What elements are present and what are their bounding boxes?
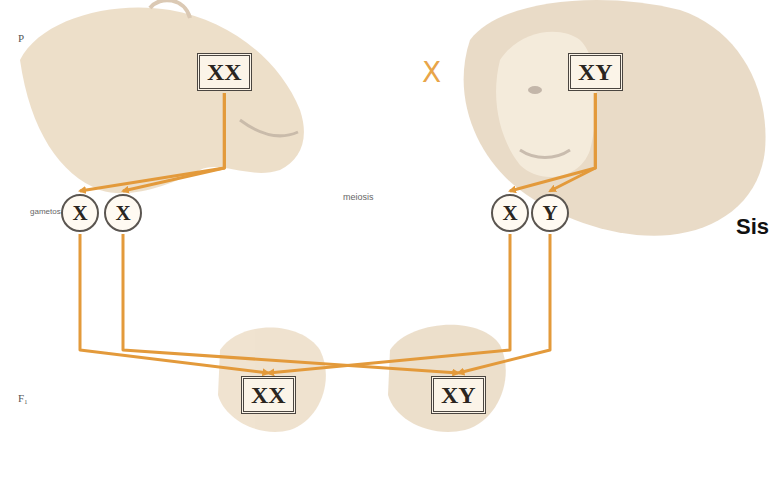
offspring-genotype-box: XX — [241, 376, 296, 414]
offspring-genotype-box: XY — [431, 376, 486, 414]
genotype-text: X — [502, 201, 517, 225]
genotype-text: XY — [441, 382, 476, 408]
cross-symbol: X — [422, 56, 441, 89]
genotype-text: XY — [578, 59, 613, 85]
inheritance-arrow — [510, 93, 595, 191]
inheritance-arrow — [123, 93, 224, 191]
genotype-text: X — [115, 201, 130, 225]
cub-heads — [218, 325, 506, 432]
gamete-circle: X — [61, 194, 99, 232]
genotype-text: X — [72, 201, 87, 225]
parent-genotype-box: XX — [197, 53, 252, 91]
inheritance-arrow — [268, 234, 510, 373]
generation-label: P — [18, 32, 24, 44]
cut-heading: Sis — [736, 214, 769, 240]
lioness-head — [20, 0, 304, 193]
inheritance-arrow — [80, 93, 224, 191]
inheritance-arrow — [458, 234, 550, 373]
genotype-text: XX — [207, 59, 242, 85]
genotype-text: XX — [251, 382, 286, 408]
row-label: gametos — [30, 207, 61, 216]
gamete-circle: X — [104, 194, 142, 232]
parent-genotype-box: XY — [568, 53, 623, 91]
lion-head — [464, 0, 766, 236]
gamete-circle: Y — [531, 194, 569, 232]
process-label: meiosis — [343, 192, 374, 202]
generation-label: F₁ — [18, 392, 28, 404]
gamete-circle: X — [491, 194, 529, 232]
genotype-text: Y — [542, 201, 557, 225]
inheritance-arrow — [123, 234, 458, 373]
inheritance-arrow — [550, 93, 595, 191]
